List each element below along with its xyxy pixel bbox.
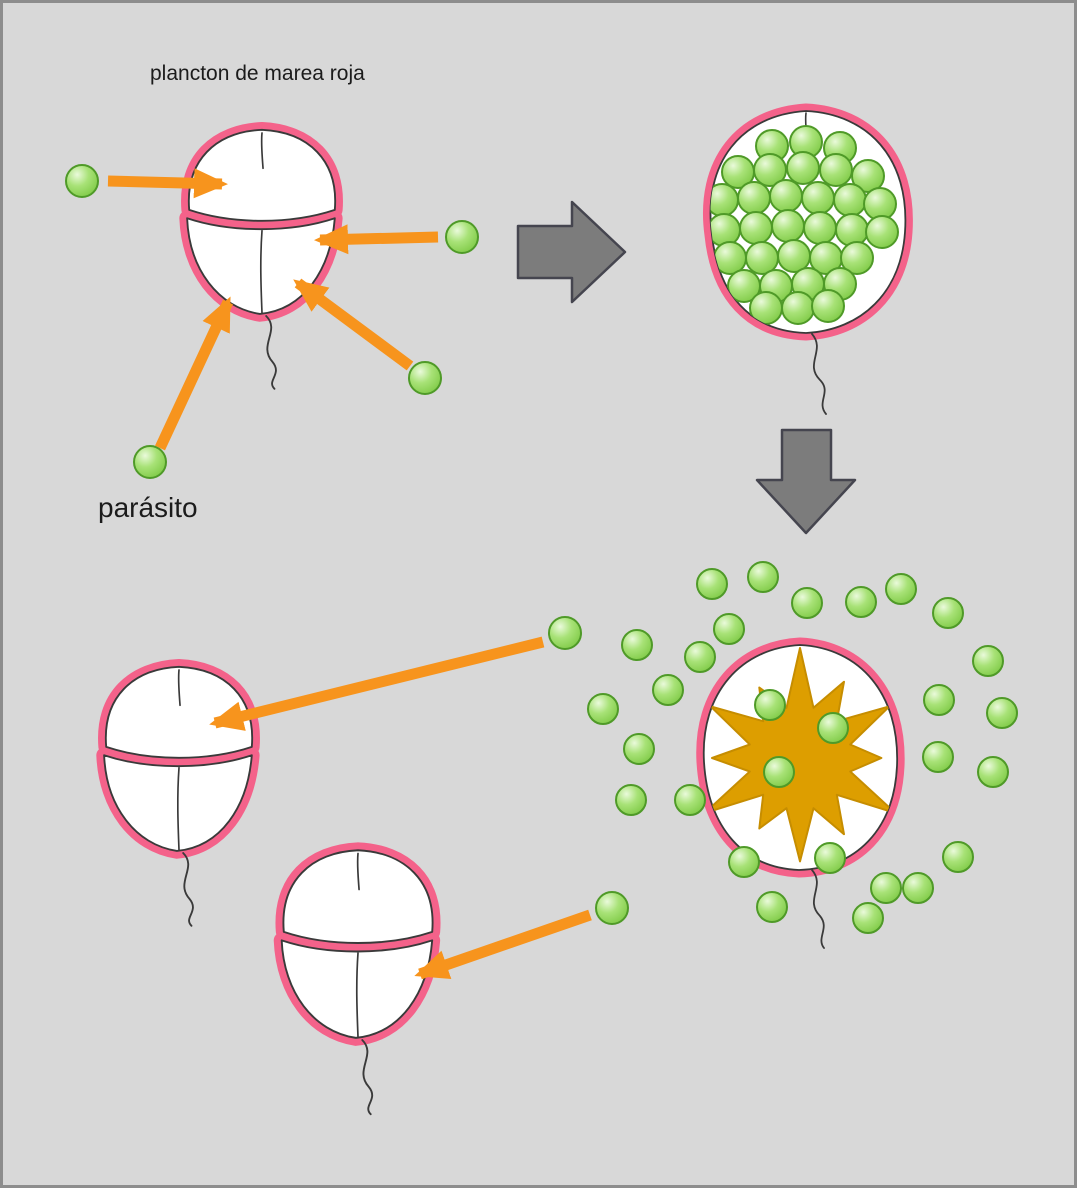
infection-arrow xyxy=(155,296,233,451)
scattered-parasites xyxy=(587,561,1018,934)
infection-arrow xyxy=(209,636,545,731)
parasite-ball xyxy=(745,241,779,275)
parasite-ball xyxy=(932,597,964,629)
infected-cell-parasites xyxy=(710,125,899,325)
parasite-ball xyxy=(756,891,788,923)
parasite-ball xyxy=(133,445,167,479)
parasite-ball xyxy=(408,361,442,395)
infection-arrow xyxy=(414,909,592,980)
infected-cell xyxy=(703,103,913,415)
parasite-ball xyxy=(870,872,902,904)
stage1-parasites xyxy=(65,164,479,479)
parasite-ball xyxy=(728,846,760,878)
parasite-ball xyxy=(819,153,853,187)
burst-inner-parasites xyxy=(754,689,849,788)
parasite-ball xyxy=(595,891,629,925)
parasite-ball xyxy=(769,179,803,213)
parasite-ball xyxy=(623,733,655,765)
parasite-ball xyxy=(548,616,582,650)
infection-arrow xyxy=(293,278,414,371)
infection-arrow xyxy=(107,168,228,199)
parasite-ball xyxy=(791,587,823,619)
parasite-ball xyxy=(652,674,684,706)
parasite-ball xyxy=(840,241,874,275)
parasite-ball xyxy=(747,561,779,593)
parasite-ball xyxy=(817,712,849,744)
parasite-ball xyxy=(771,209,805,243)
parasite-ball xyxy=(777,239,811,273)
flow-arrow-down-icon xyxy=(755,428,857,535)
parasite-ball xyxy=(801,181,835,215)
parasite-ball xyxy=(763,756,795,788)
parasite-ball xyxy=(615,784,647,816)
parasite-ball xyxy=(865,215,899,249)
parasite-ball xyxy=(754,689,786,721)
parasite-ball xyxy=(737,181,771,215)
parasite-ball xyxy=(753,153,787,187)
parasite-ball xyxy=(587,693,619,725)
parasite-ball xyxy=(710,213,741,247)
parasite-ball xyxy=(811,289,845,323)
parasite-ball xyxy=(885,573,917,605)
parasite-ball xyxy=(674,784,706,816)
parasite-ball xyxy=(902,872,934,904)
infection-arrow xyxy=(314,224,439,255)
parasite-ball xyxy=(696,568,728,600)
stage1-infection-arrows xyxy=(107,168,439,451)
plankton-label: plancton de marea roja xyxy=(150,62,365,85)
stage4-parasites xyxy=(548,616,629,925)
parasite-ball xyxy=(781,291,815,325)
parasite-ball xyxy=(684,641,716,673)
parasite-ball xyxy=(835,213,869,247)
stage4-infection-arrows xyxy=(209,636,592,980)
parasite-ball xyxy=(65,164,99,198)
parasite-ball xyxy=(986,697,1018,729)
parasite-ball xyxy=(923,684,955,716)
parasite-ball xyxy=(621,629,653,661)
parasite-ball xyxy=(713,613,745,645)
parasite-ball xyxy=(972,645,1004,677)
parasite-ball xyxy=(845,586,877,618)
parasite-ball xyxy=(786,151,820,185)
parasite-ball xyxy=(852,902,884,934)
parasite-ball xyxy=(922,741,954,773)
parasite-ball xyxy=(833,183,867,217)
flow-arrow-right-icon xyxy=(516,200,627,304)
parasite-ball xyxy=(942,841,974,873)
parasite-ball xyxy=(977,756,1009,788)
parasite-ball xyxy=(803,211,837,245)
parasite-ball xyxy=(814,842,846,874)
parasite-ball xyxy=(445,220,479,254)
parasite-ball xyxy=(739,211,773,245)
parasite-label: parásito xyxy=(98,492,198,523)
